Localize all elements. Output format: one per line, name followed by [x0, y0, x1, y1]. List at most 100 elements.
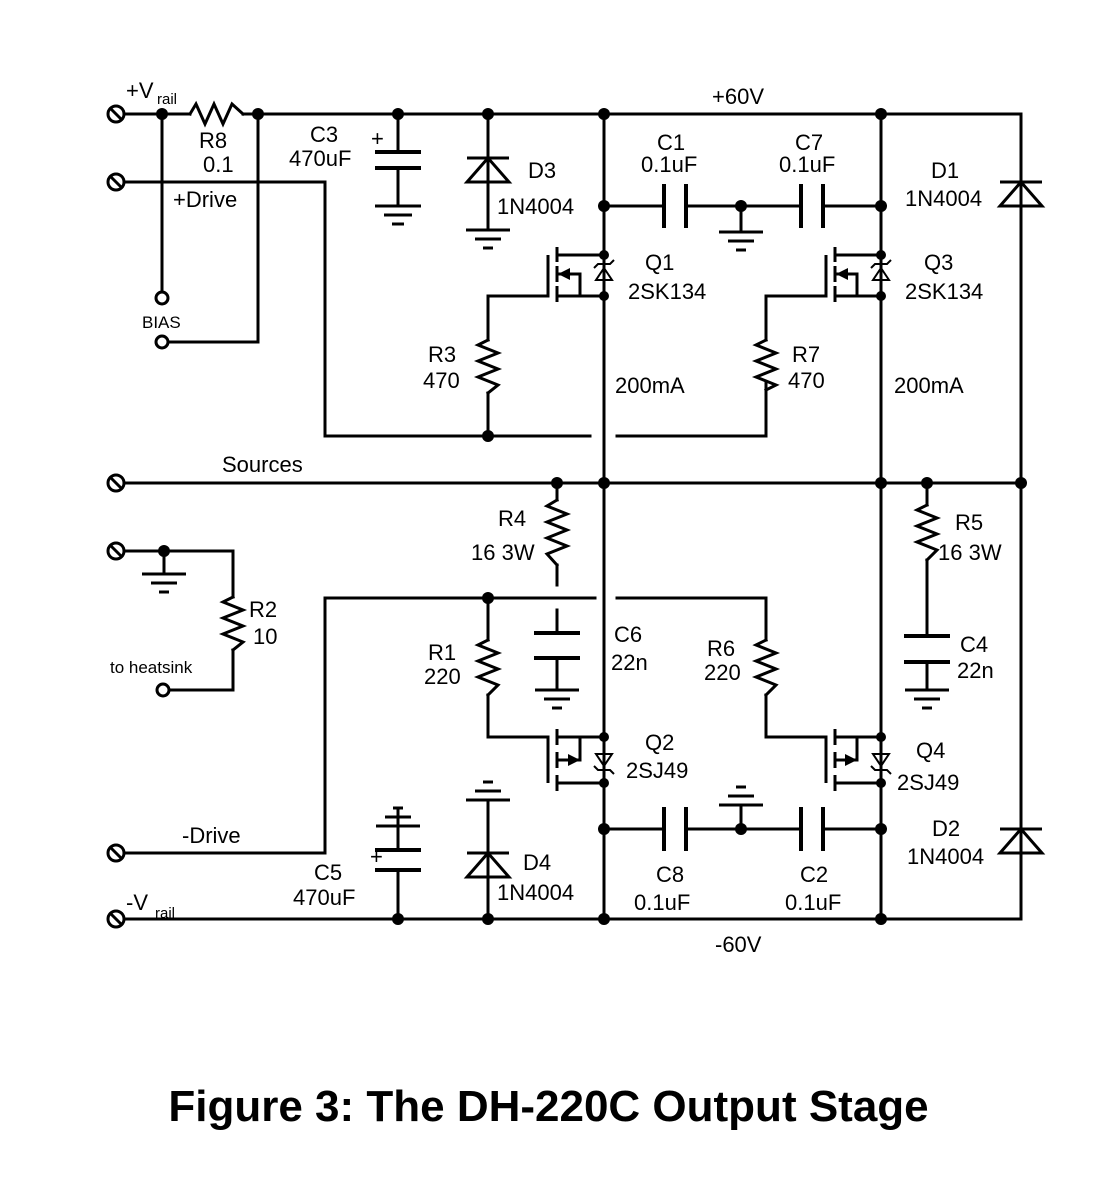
d1-value: 1N4004 [905, 186, 982, 211]
junction-dots [156, 108, 1027, 925]
rail-pos-label: +60V [712, 84, 764, 109]
c5-polarity: + [370, 844, 383, 869]
r3-ref: R3 [428, 342, 456, 367]
q1-ref: Q1 [645, 250, 674, 275]
capacitor-c8: C8 0.1uF [634, 807, 690, 915]
resistor-r3: R3 470 [423, 337, 503, 396]
r8-value: 0.1 [203, 152, 234, 177]
mosfet-q4: Q4 2SJ49 [824, 729, 959, 795]
r6-value: 220 [704, 660, 741, 685]
capacitor-c6: C6 22n [534, 622, 648, 710]
diode-d2: D2 1N4004 [907, 816, 1046, 869]
c5-value: 470uF [293, 885, 355, 910]
ground-symbol [535, 688, 579, 710]
capacitor-c3: + C3 470uF [289, 122, 421, 226]
capacitor-c7: C7 0.1uF [779, 130, 835, 228]
resistor-r7: R7 470 [751, 337, 825, 393]
q1-value: 2SK134 [628, 279, 706, 304]
c6-value: 22n [611, 650, 648, 675]
c6-ref: C6 [614, 622, 642, 647]
q4-ref: Q4 [916, 738, 945, 763]
c4-ref: C4 [960, 632, 988, 657]
resistor-r8: R8 0.1 [187, 100, 246, 177]
q3-value: 2SK134 [905, 279, 983, 304]
r5-ref: R5 [955, 510, 983, 535]
ground-symbol [142, 572, 186, 594]
q4-value: 2SJ49 [897, 770, 959, 795]
terminal-bias-bottom[interactable] [154, 334, 170, 350]
ground-symbol [466, 780, 510, 802]
current-left-label: 200mA [615, 373, 685, 398]
q2-value: 2SJ49 [626, 758, 688, 783]
drive-neg-label: -Drive [182, 823, 241, 848]
d4-ref: D4 [523, 850, 551, 875]
c7-ref: C7 [795, 130, 823, 155]
r7-value: 470 [788, 368, 825, 393]
d1-ref: D1 [931, 158, 959, 183]
r4-value: 16 3W [471, 540, 535, 565]
capacitor-c1: C1 0.1uF [641, 130, 697, 228]
mosfet-q2: Q2 2SJ49 [546, 729, 688, 791]
d2-ref: D2 [932, 816, 960, 841]
ground-symbol [466, 228, 510, 250]
terminal-bias-top[interactable] [154, 290, 170, 306]
r6-ref: R6 [707, 636, 735, 661]
d4-value: 1N4004 [497, 880, 574, 905]
mosfet-q3: Q3 2SK134 [824, 247, 983, 304]
r2-value: 10 [253, 624, 277, 649]
wires [114, 112, 1023, 921]
terminal-vrail-pos[interactable]: +V rail [106, 78, 177, 124]
resistor-r6: R6 220 [704, 636, 781, 698]
vrail-neg-subscript: rail [155, 905, 175, 922]
vrail-pos-subscript: rail [157, 91, 177, 108]
diode-d4: D4 1N4004 [463, 780, 574, 905]
terminal-sources[interactable]: Sources [106, 452, 303, 493]
r3-value: 470 [423, 368, 460, 393]
drive-pos-label: +Drive [173, 187, 237, 212]
resistor-r4: R4 16 3W [471, 497, 572, 568]
c8-value: 0.1uF [634, 890, 690, 915]
r8-ref: R8 [199, 128, 227, 153]
heatsink-label: to heatsink [110, 658, 193, 677]
mosfet-q1: Q1 2SK134 [546, 247, 706, 304]
ground-symbol [719, 230, 763, 252]
capacitor-c4: C4 22n [904, 632, 994, 710]
terminal-drive-pos[interactable]: +Drive [106, 172, 237, 212]
c3-value: 470uF [289, 146, 351, 171]
capacitor-c5: + C5 470uF [293, 806, 421, 910]
q2-ref: Q2 [645, 730, 674, 755]
diode-d3: D3 1N4004 [463, 155, 574, 250]
terminal-drive-neg[interactable]: -Drive [106, 823, 241, 863]
r1-value: 220 [424, 664, 461, 689]
terminal-ground-heatsink[interactable] [106, 541, 126, 561]
c8-ref: C8 [656, 862, 684, 887]
c4-value: 22n [957, 658, 994, 683]
resistor-r1: R1 220 [424, 637, 503, 698]
r7-ref: R7 [792, 342, 820, 367]
resistor-r2: R2 10 [218, 594, 277, 653]
terminal-vrail-neg[interactable]: -V rail [106, 890, 175, 929]
ground-symbol [719, 785, 763, 807]
sources-label: Sources [222, 452, 303, 477]
d2-value: 1N4004 [907, 844, 984, 869]
c5-ref: C5 [314, 860, 342, 885]
ground-symbol [375, 204, 421, 226]
r5-value: 16 3W [938, 540, 1002, 565]
terminal-heatsink[interactable]: to heatsink [110, 658, 193, 698]
d3-value: 1N4004 [497, 194, 574, 219]
c2-ref: C2 [800, 862, 828, 887]
q3-ref: Q3 [924, 250, 953, 275]
d3-ref: D3 [528, 158, 556, 183]
rail-neg-label: -60V [715, 932, 762, 957]
c1-ref: C1 [657, 130, 685, 155]
vrail-pos-label: +V [126, 78, 154, 103]
resistor-r5: R5 16 3W [912, 502, 1002, 565]
c1-value: 0.1uF [641, 152, 697, 177]
current-right-label: 200mA [894, 373, 964, 398]
ground-symbol [905, 688, 949, 710]
c2-value: 0.1uF [785, 890, 841, 915]
c7-value: 0.1uF [779, 152, 835, 177]
capacitor-c2: C2 0.1uF [785, 807, 841, 915]
vrail-neg-label: -V [126, 890, 148, 915]
r1-ref: R1 [428, 640, 456, 665]
